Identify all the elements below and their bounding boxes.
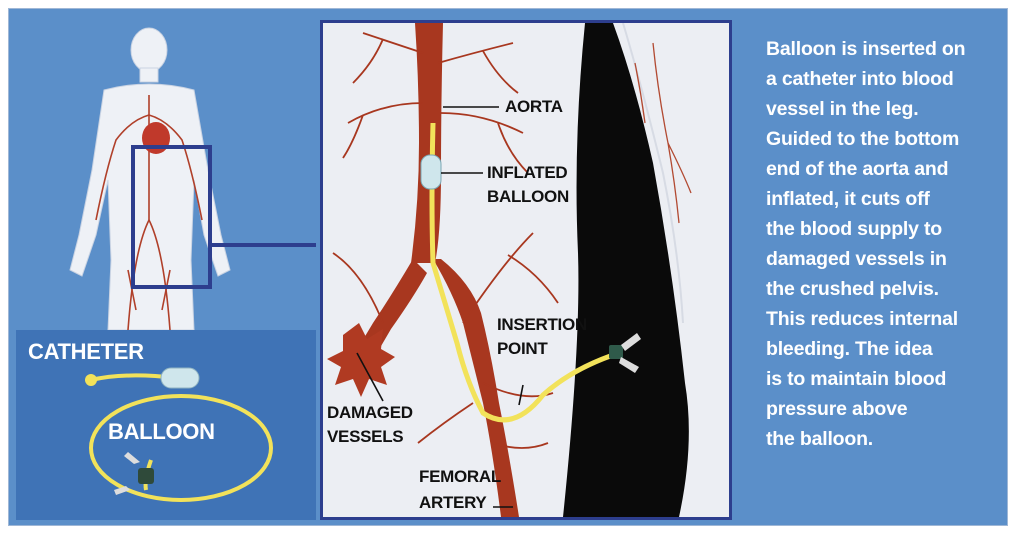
label-damaged: DAMAGED (325, 403, 415, 423)
label-insertion: INSERTION (497, 315, 587, 335)
caption-line: the blood supply to (766, 214, 998, 244)
caption-line: the balloon. (766, 424, 998, 454)
label-artery: ARTERY (419, 493, 486, 513)
caption-line: Balloon is inserted on (766, 34, 998, 64)
label-point: POINT (497, 339, 547, 359)
caption-line: end of the aorta and (766, 154, 998, 184)
caption-line: bleeding. The idea (766, 334, 998, 364)
label-catheter: CATHETER (28, 342, 144, 362)
left-panel: CATHETER BALLOON (16, 20, 316, 520)
caption-line: is to maintain blood (766, 364, 998, 394)
caption-line: Guided to the bottom (766, 124, 998, 154)
label-inflated: INFLATED (487, 163, 567, 183)
caption-line: damaged vessels in (766, 244, 998, 274)
label-balloon-small: BALLOON (108, 422, 215, 442)
body-figure-illustration (16, 20, 316, 520)
caption-text: Balloon is inserted on a catheter into b… (766, 34, 998, 454)
caption-line: the crushed pelvis. (766, 274, 998, 304)
label-femoral: FEMORAL (419, 467, 501, 487)
zoomed-pelvis-panel: AORTA INFLATED BALLOON INSERTION POINT D… (320, 20, 732, 520)
caption-line: a catheter into blood (766, 64, 998, 94)
caption-line: This reduces internal (766, 304, 998, 334)
caption-line: inflated, it cuts off (766, 184, 998, 214)
caption-line: vessel in the leg. (766, 94, 998, 124)
label-aorta: AORTA (505, 97, 563, 117)
label-vessels: VESSELS (325, 427, 405, 447)
label-balloon: BALLOON (487, 187, 569, 207)
caption-line: pressure above (766, 394, 998, 424)
